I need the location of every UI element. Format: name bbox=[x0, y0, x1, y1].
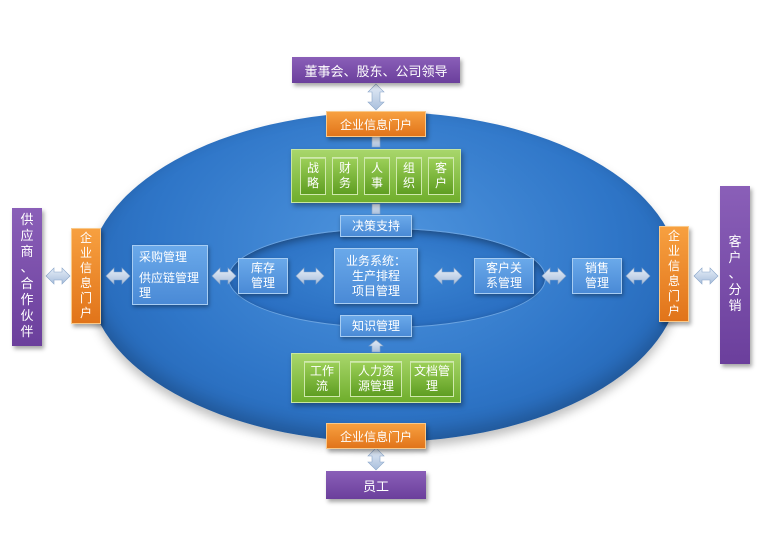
portal-bottom-label: 企业信息门户 bbox=[339, 429, 412, 444]
arrow-partner-portal bbox=[45, 267, 71, 285]
sales-line1: 销售 bbox=[584, 261, 609, 275]
knowledge-management-label: 知识管理 bbox=[351, 318, 400, 333]
module-hr: 人事 bbox=[364, 157, 390, 195]
inventory-box: 库存 管理 bbox=[238, 258, 288, 294]
decision-support-box: 决策支持 bbox=[340, 215, 412, 237]
procurement-line1: 采购管理 bbox=[139, 249, 188, 264]
module-strategy: 战略 bbox=[300, 157, 326, 195]
crm-line1: 客户关 bbox=[485, 261, 522, 275]
knowledge-management-box: 知识管理 bbox=[340, 315, 412, 337]
module-human-resources: 人力资源管理 bbox=[350, 361, 402, 397]
procurement-line3: 理 bbox=[139, 285, 152, 300]
employees-label: 员工 bbox=[362, 479, 389, 495]
arrow-procurement-inventory bbox=[211, 267, 237, 285]
business-system-line3: 项目管理 bbox=[351, 283, 400, 298]
arrow-sales-portal bbox=[625, 267, 651, 285]
portal-left: 企 业 信 息 门 户 bbox=[71, 228, 101, 324]
inventory-line1: 库存 bbox=[250, 261, 275, 275]
top-stakeholders-label: 董事会、股东、公司领导 bbox=[304, 64, 448, 80]
arrow-portal-customer bbox=[693, 267, 719, 285]
top-stakeholders-box: 董事会、股东、公司领导 bbox=[292, 57, 460, 83]
arrow-portal-employee bbox=[367, 447, 385, 471]
office-modules-panel: 工作流 人力资源管理 文档管理 bbox=[291, 353, 461, 403]
procurement-box: 采购管理 供应链管理 理 bbox=[132, 245, 208, 305]
module-finance: 财务 bbox=[332, 157, 358, 195]
business-system-line2: 生产排程 bbox=[351, 268, 400, 283]
module-customer: 客户 bbox=[428, 157, 454, 195]
portal-right: 企 业 信 息 门 户 bbox=[659, 226, 689, 322]
sales-box: 销售 管理 bbox=[572, 258, 622, 294]
portal-bottom: 企业信息门户 bbox=[326, 423, 426, 449]
crm-box: 客户关 系管理 bbox=[474, 258, 534, 294]
partners-box: 供 应 商 、 合 作 伙 伴 bbox=[12, 208, 42, 346]
business-system-box: 业务系统： 生产排程 项目管理 bbox=[334, 248, 418, 304]
decision-support-label: 决策支持 bbox=[351, 218, 400, 233]
arrow-crm-sales bbox=[541, 267, 567, 285]
business-system-line1: 业务系统： bbox=[345, 253, 406, 268]
inventory-line2: 管理 bbox=[250, 276, 275, 290]
portal-top-label: 企业信息门户 bbox=[339, 117, 412, 132]
arrow-portal-decision bbox=[371, 136, 381, 148]
procurement-line2: 供应链管理 bbox=[139, 270, 200, 285]
employees-box: 员工 bbox=[326, 471, 426, 499]
module-workflow: 工作流 bbox=[304, 361, 340, 397]
decision-modules-panel: 战略 财务 人事 组织 客户 bbox=[291, 149, 461, 203]
arrow-inventory-business bbox=[295, 267, 325, 285]
arrow-business-crm bbox=[433, 267, 463, 285]
arrow-knowledge-office bbox=[368, 339, 384, 353]
crm-line2: 系管理 bbox=[485, 276, 522, 290]
customers-box: 客 户 、 分 销 bbox=[720, 186, 750, 364]
arrow-top-stakeholders bbox=[367, 83, 385, 111]
module-organization: 组织 bbox=[396, 157, 422, 195]
arrow-portal-procurement bbox=[105, 267, 131, 285]
portal-top: 企业信息门户 bbox=[326, 111, 426, 137]
module-document-management: 文档管理 bbox=[410, 361, 454, 397]
sales-line2: 管理 bbox=[584, 276, 609, 290]
arrow-decision-support bbox=[371, 203, 381, 215]
